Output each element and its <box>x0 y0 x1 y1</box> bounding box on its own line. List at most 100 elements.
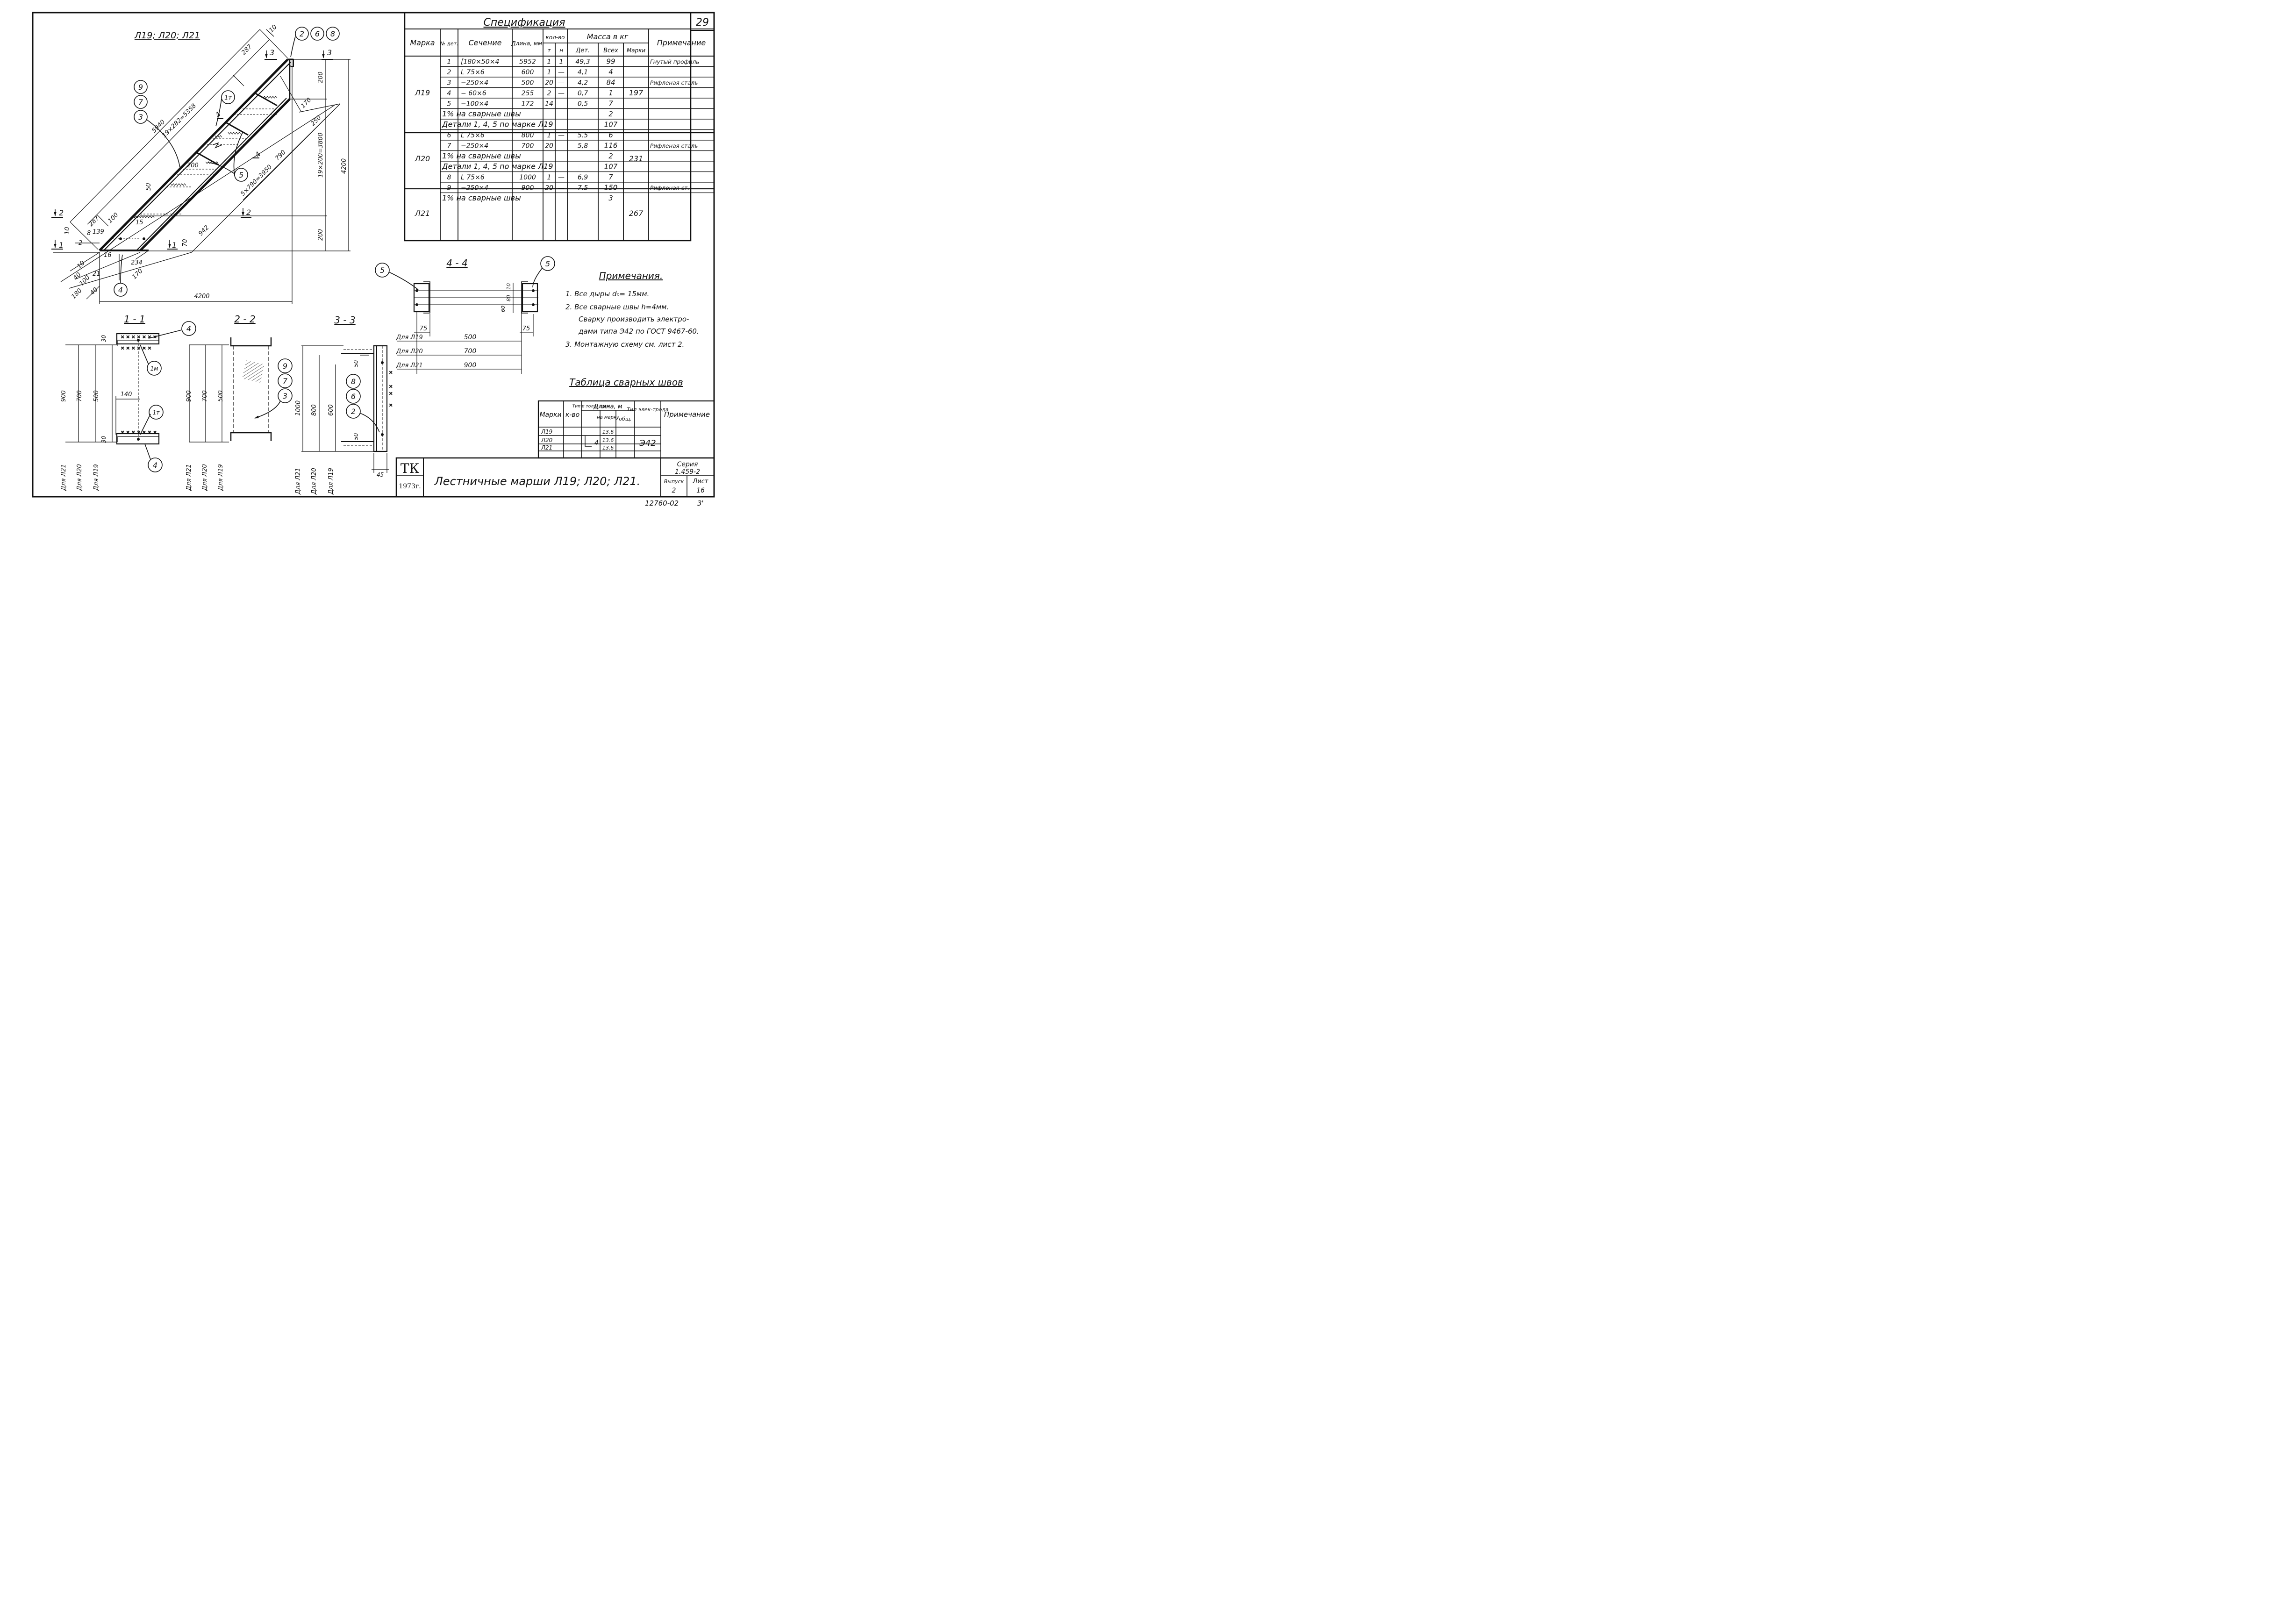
title-sheet-label: Лист <box>693 478 708 485</box>
dim-200-mid: 200 <box>187 162 199 169</box>
title-org: ТК <box>401 461 420 476</box>
spec-row-note: Гнутый профиль <box>650 59 699 65</box>
spec-row-mass-all: 150 <box>604 184 618 192</box>
spec-row-mass-all: 99 <box>606 57 615 66</box>
note-2c: дами типа Э42 по ГОСТ 9467-60. <box>578 327 699 336</box>
dim-180: 180 <box>70 287 83 300</box>
spec-row-mass-all: 3 <box>608 194 613 202</box>
dim-4200-v: 4200 <box>341 158 348 174</box>
sec33-label-l19: Для Л19 <box>328 468 335 495</box>
spec-row-mass-mark: 197 <box>629 88 644 97</box>
spec-row-section: −250×4 <box>461 79 488 87</box>
sec11-dim-30a: 30 <box>100 335 107 342</box>
spec-row-mark: Л19 <box>415 88 430 97</box>
weld-header-note: Примечание <box>664 410 710 419</box>
dim-170: 170 <box>300 97 313 110</box>
dim-70: 70 <box>182 239 189 247</box>
spec-row-section: L 75×6 <box>461 132 485 139</box>
dim-250: 250 <box>309 114 322 128</box>
sec33-label-l20: Для Л20 <box>311 468 318 495</box>
spec-row-length: 700 <box>522 143 534 150</box>
stringer-top <box>99 58 289 251</box>
sec11-title: 1 - 1 <box>124 314 145 325</box>
spec-row-det: 2 <box>447 69 451 76</box>
weld-row-mark: Л20 <box>541 437 553 443</box>
weld-table-title: Таблица сварных швов <box>569 377 683 388</box>
sec44-row-value: 500 <box>464 334 477 341</box>
sec44-dim-80: 80 <box>506 295 512 301</box>
spec-row-t: 2 <box>547 90 551 97</box>
sec44-row-label: Для Л19 <box>396 334 423 341</box>
cut-2-left: 2 <box>59 208 64 217</box>
svg-text:× × × × × × ×: × × × × × × × <box>121 430 157 435</box>
spec-row-section: −250×4 <box>461 143 488 150</box>
notes-block: Примечания. 1. Все дыры d₀= 15мм. 2. Все… <box>565 270 699 349</box>
title-series-label: Серия <box>677 461 698 468</box>
sec22-label-l21: Для Л21 <box>186 464 193 491</box>
callout-2: 2 <box>300 29 304 38</box>
spec-row-section: −250×4 <box>461 185 488 192</box>
sec11-callout-1t: 1т <box>153 409 160 416</box>
spec-row-n: — <box>558 174 565 181</box>
sheet-number: 29 <box>696 17 709 29</box>
spec-row-mass-all: 2 <box>608 152 613 160</box>
sec11-dim-140: 140 <box>121 391 132 398</box>
spec-header-qty-n: н <box>559 47 563 54</box>
spec-row-span: 1% на сварные швы <box>442 151 521 160</box>
sec44-callout-5b: 5 <box>545 259 550 268</box>
sec22-dim-900: 900 <box>186 390 193 402</box>
spec-row-mass-det: 4,1 <box>578 69 588 76</box>
cut-3-left: 3 <box>270 48 274 57</box>
spec-row-det: 6 <box>447 132 451 139</box>
sec44-row-value: 900 <box>464 362 477 369</box>
spec-row-n: — <box>558 79 565 87</box>
spec-row-mass-det: 49,3 <box>575 58 590 66</box>
spec-row-note: Рифленая сталь <box>650 80 698 86</box>
dim-200-b: 200 <box>317 229 324 241</box>
sec33-callout-6: 6 <box>351 392 356 401</box>
dim-16: 16 <box>104 252 112 259</box>
sec33-label-l21: Для Л21 <box>295 468 302 495</box>
sec33-dim-50a: 50 <box>353 360 359 367</box>
spec-row-mass-det: 0,5 <box>578 100 588 108</box>
specification-table: Спецификация Марка № дет. Сечение Длина,… <box>404 12 715 242</box>
svg-text:× × × × × × ×: × × × × × × × <box>121 335 157 340</box>
callout-1t: 1т <box>224 94 232 101</box>
svg-text:×: × <box>389 391 393 396</box>
title-sheet: 16 <box>696 487 705 494</box>
dim-4200-h: 4200 <box>194 293 209 300</box>
title-main: Лестничные марши Л19; Л20; Л21. <box>434 475 641 488</box>
spec-row-note: Рифленая ст. <box>650 185 689 192</box>
spec-row-det: 7 <box>447 143 451 150</box>
sec11-label-l20: Для Л20 <box>76 464 83 491</box>
weld-row-per-mark: 13.6 <box>602 445 614 451</box>
spec-row-t: 1 <box>547 69 551 76</box>
callout-5: 5 <box>239 171 243 179</box>
spec-row-mark: Л20 <box>415 154 430 163</box>
spec-row-span: Детали 1, 4, 5 по марке Л19 <box>442 162 553 171</box>
spec-row-t: 1 <box>547 174 551 181</box>
spec-row-t: 20 <box>545 79 553 87</box>
sec22-dim-700: 700 <box>201 390 208 402</box>
weld-row-per-mark: 13.6 <box>602 429 614 435</box>
spec-row-mass-all: 4 <box>608 68 613 76</box>
spec-row-span: 1% на сварные швы <box>442 109 521 118</box>
cut-2-mid: 2 <box>246 208 251 217</box>
svg-text:×: × <box>389 403 393 408</box>
sec44-row-label: Для Л20 <box>396 348 423 355</box>
dim-8: 8 <box>87 230 91 237</box>
spec-row-length: 900 <box>522 185 534 192</box>
dim-2: 2 <box>79 240 82 247</box>
spec-row-length: 600 <box>522 69 534 76</box>
spec-row-note: Рифленая сталь <box>650 143 698 150</box>
spec-row-n: — <box>558 69 565 76</box>
cut-1-mid: 1 <box>172 241 177 250</box>
sec33-title: 3 - 3 <box>334 314 355 326</box>
dim-10b: 10 <box>76 260 86 270</box>
sec33-callout-8: 8 <box>351 377 356 386</box>
spec-row-det: 5 <box>447 100 451 108</box>
title-issue: 2 <box>672 487 676 494</box>
callout-7: 7 <box>138 98 143 107</box>
